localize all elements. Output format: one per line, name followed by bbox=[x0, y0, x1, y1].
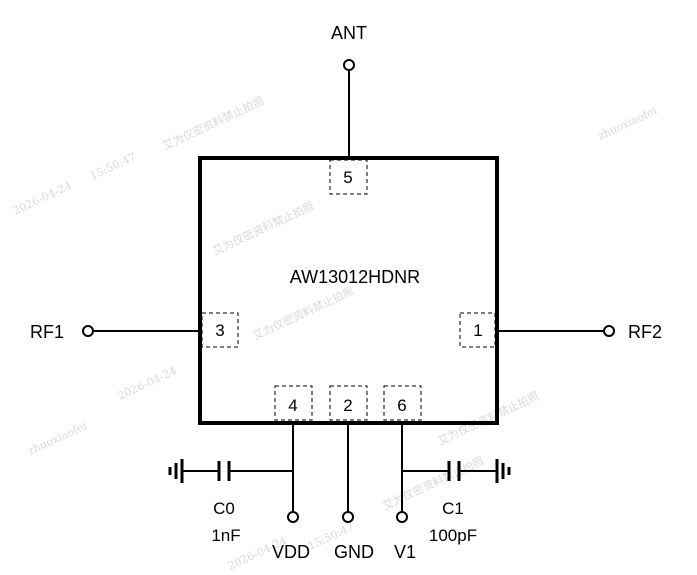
terminal-ant bbox=[343, 59, 355, 71]
ground-symbol-left bbox=[168, 459, 184, 483]
terminal-vdd bbox=[287, 511, 299, 523]
net-label-rf2: RF2 bbox=[628, 322, 662, 342]
watermark-notice: 艾为仅密资料禁止拍照 bbox=[380, 454, 486, 513]
watermark: 2026-04-24 15:50:47 艾为仅密资料禁止拍照 艾为仅密资料禁止拍… bbox=[11, 94, 660, 573]
net-label-ant: ANT bbox=[331, 23, 367, 43]
pin-3-box bbox=[201, 312, 239, 348]
watermark-date: 2026-04-24 bbox=[11, 179, 74, 218]
watermark-user: zhuoxiaofei bbox=[596, 104, 660, 143]
pin-2-number: 2 bbox=[343, 396, 352, 415]
net-label-v1: V1 bbox=[394, 542, 416, 562]
net-label-gnd: GND bbox=[334, 542, 374, 562]
c0-ref: C0 bbox=[213, 499, 235, 518]
c0-value: 1nF bbox=[211, 526, 240, 545]
terminal-v1 bbox=[396, 511, 408, 523]
terminal-rf1 bbox=[82, 325, 94, 337]
pin-1-box bbox=[459, 312, 496, 348]
watermark-notice: 艾为仅密资料禁止拍照 bbox=[160, 94, 266, 153]
watermark-time: 15:50:47 bbox=[88, 150, 138, 183]
chip-part-number: AW13012HDNR bbox=[290, 267, 420, 287]
pin-1-number: 1 bbox=[473, 321, 482, 340]
terminal-gnd bbox=[342, 511, 354, 523]
c1-ref: C1 bbox=[442, 499, 464, 518]
net-label-rf1: RF1 bbox=[30, 322, 64, 342]
watermark-date: 2026-04-24 bbox=[116, 364, 179, 403]
ground-symbol-right bbox=[495, 459, 511, 483]
net-label-vdd: VDD bbox=[272, 542, 310, 562]
watermark-notice: 艾为仅密资料禁止拍照 bbox=[250, 284, 356, 343]
watermark-user: zhuoxiaofei bbox=[26, 419, 90, 458]
watermark-notice: 艾为仅密资料禁止拍照 bbox=[210, 199, 316, 258]
c1-value: 100pF bbox=[429, 526, 477, 545]
terminal-rf2 bbox=[603, 325, 615, 337]
watermark-notice: 艾为仅密资料禁止拍照 bbox=[435, 389, 541, 448]
pin-4-number: 4 bbox=[288, 396, 297, 415]
pin-5-number: 5 bbox=[343, 168, 352, 187]
pin-3-number: 3 bbox=[215, 321, 224, 340]
pin-6-number: 6 bbox=[397, 396, 406, 415]
